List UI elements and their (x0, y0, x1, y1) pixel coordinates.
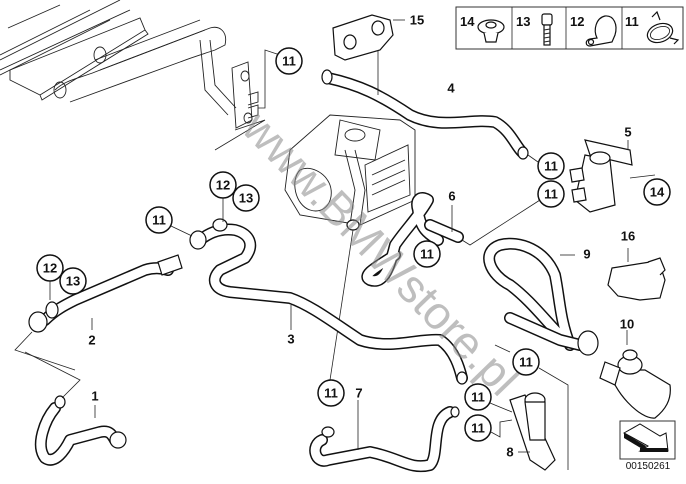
callout-11-valve8-upper: 11 (464, 383, 513, 413)
heater-core-radiator (0, 0, 281, 151)
callout-11-top: 11 (275, 47, 303, 75)
bolt-icon (541, 13, 553, 46)
svg-text:11: 11 (324, 386, 338, 401)
hose-clamp-icon (646, 10, 680, 45)
svg-text:13: 13 (239, 191, 253, 206)
diagram-id: 00150261 (626, 461, 671, 472)
part-label-8: 8 (506, 445, 513, 460)
holder-16 (607, 248, 666, 301)
svg-text:11: 11 (625, 14, 639, 29)
pump-10 (599, 330, 671, 419)
hose-1 (24, 351, 127, 466)
part-label-10: 10 (620, 317, 634, 332)
svg-text:13: 13 (516, 14, 530, 29)
pipe-clamp-icon (585, 15, 617, 47)
part-label-1: 1 (91, 389, 98, 404)
svg-text:11: 11 (544, 159, 558, 174)
svg-text:13: 13 (66, 274, 80, 289)
svg-text:11: 11 (282, 54, 296, 69)
callout-12-hose2: 12 (36, 254, 64, 300)
callout-12-hose3: 12 (209, 171, 237, 222)
legend-item-11: 11 (625, 10, 680, 45)
svg-text:12: 12 (570, 14, 584, 29)
legend-item-14: 14 (460, 14, 505, 43)
svg-text:11: 11 (152, 213, 166, 228)
svg-text:12: 12 (216, 178, 230, 193)
callout-11-hose6: 11 (413, 240, 441, 268)
part-label-16: 16 (621, 229, 635, 244)
svg-text:12: 12 (43, 261, 57, 276)
part-label-4: 4 (447, 81, 455, 96)
legend-item-13: 13 (516, 13, 553, 46)
valve-8 (509, 392, 556, 471)
part-label-2: 2 (88, 333, 95, 348)
callout-13-hose2: 13 (59, 267, 87, 295)
part-label-3: 3 (287, 332, 294, 347)
callout-14-valve5: 14 (643, 178, 671, 206)
svg-text:11: 11 (420, 247, 434, 262)
callout-11-hose3-left: 11 (145, 206, 193, 237)
part-label-7: 7 (355, 386, 362, 401)
callout-11-hose9-lower: 11 (494, 344, 569, 470)
svg-text:11: 11 (544, 187, 558, 202)
valve-5 (569, 139, 656, 213)
svg-text:11: 11 (471, 390, 485, 405)
callout-11-valve5-lower: 11 (537, 180, 565, 208)
callout-13-hose3: 13 (232, 184, 260, 212)
svg-text:14: 14 (650, 185, 665, 200)
forward-direction-arrow (619, 420, 676, 460)
small-parts-legend: 14 13 12 11 (455, 6, 684, 50)
hose-7 (309, 400, 460, 473)
legend-item-12: 12 (570, 14, 617, 47)
grommet-icon (477, 19, 505, 43)
svg-text:14: 14 (460, 14, 475, 29)
part-label-9: 9 (583, 247, 590, 262)
svg-text:11: 11 (471, 421, 485, 436)
part-label-5: 5 (624, 125, 631, 140)
hose-9 (483, 237, 599, 356)
bracket-15 (332, 14, 405, 95)
callout-11-valve5-upper: 11 (527, 152, 565, 180)
svg-text:11: 11 (519, 355, 533, 370)
callout-11-hose7-left: 11 (317, 379, 345, 407)
hose-3 (189, 218, 468, 385)
part-label-6: 6 (448, 189, 455, 204)
part-label-15: 15 (410, 13, 424, 28)
hose-6 (361, 192, 541, 287)
callout-11-valve8-lower: 11 (464, 414, 513, 442)
hose-4 (321, 69, 529, 160)
hose-2 (14, 254, 183, 371)
